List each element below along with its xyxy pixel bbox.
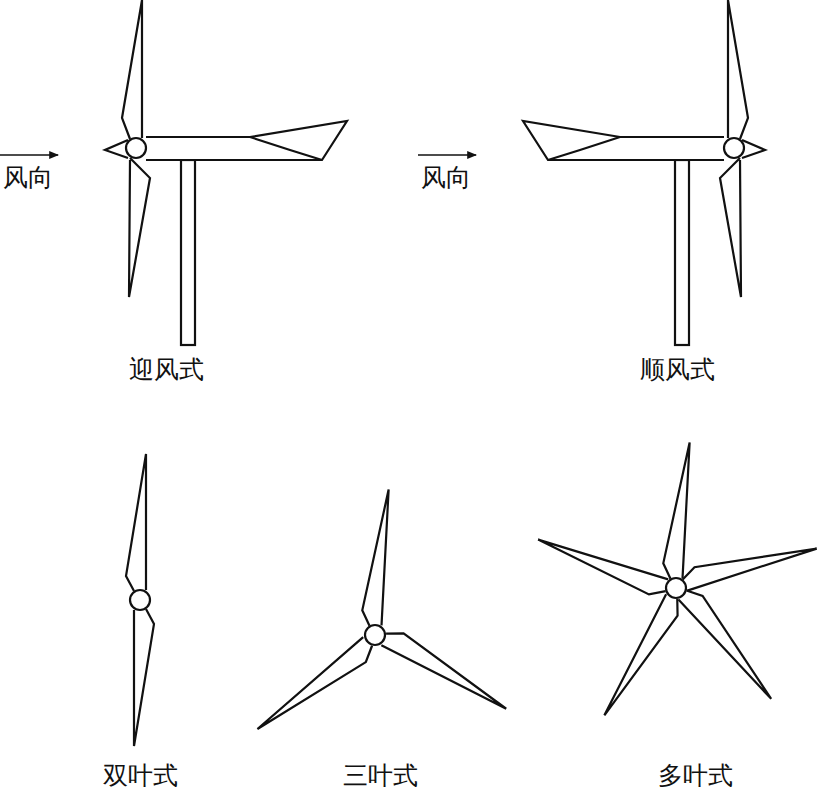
- type-label: 三叶式: [343, 762, 418, 790]
- wind-direction-label: 风向: [421, 164, 471, 192]
- three-blade-rotor: [257, 488, 515, 744]
- wind-arrow: [418, 154, 476, 155]
- wind-direction-label: 风向: [3, 164, 53, 192]
- type-label: 顺风式: [640, 356, 715, 384]
- wind-arrow: [0, 154, 58, 155]
- multi-blade-rotor: [532, 441, 816, 724]
- type-label: 多叶式: [658, 762, 733, 790]
- two-blade-rotor: [126, 454, 154, 746]
- upwind-turbine: [105, 0, 347, 345]
- downwind-turbine: [523, 0, 765, 345]
- type-label: 迎风式: [129, 356, 204, 384]
- type-label: 双叶式: [103, 762, 178, 790]
